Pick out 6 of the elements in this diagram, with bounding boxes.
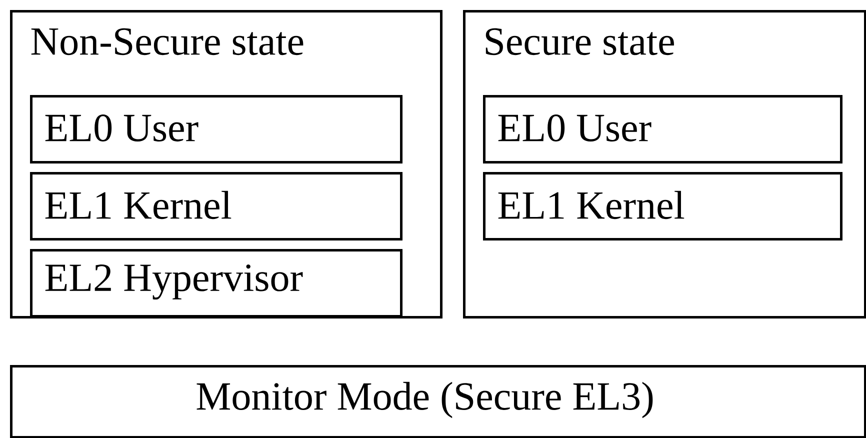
mode-box: EL0 User (483, 95, 842, 164)
mode-box: EL0 User (30, 95, 402, 164)
mode-box: EL1 Kernel (483, 172, 842, 240)
mode-box: Monitor Mode (Secure EL3) (10, 365, 866, 438)
mode-box: EL1 Kernel (30, 172, 402, 240)
mode-box: EL2 Hypervisor (30, 249, 402, 318)
